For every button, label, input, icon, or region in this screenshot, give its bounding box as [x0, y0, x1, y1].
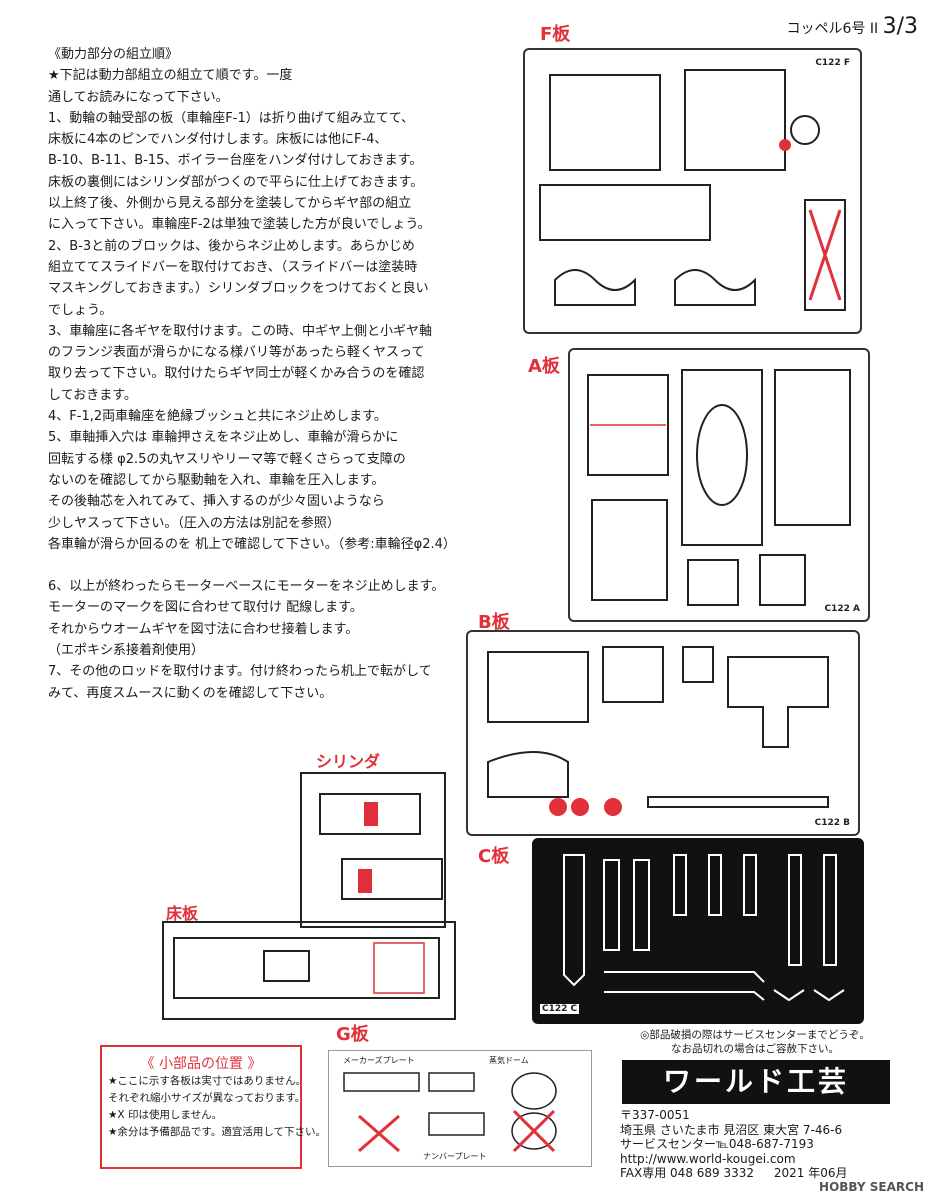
watermark: HOBBY SEARCH: [819, 1180, 924, 1194]
service-note-1: ◎部品破損の際はサービスセンターまでどうぞ。: [640, 1029, 870, 1041]
number-plate-label: ナンバープレート: [423, 1152, 487, 1161]
cylinder-label: シリンダ: [316, 752, 381, 771]
sheet-b-parts: [487, 646, 829, 816]
instruction-line: 4、F-1,2両車輪座を絶縁ブッシュと共にネジ止めします。: [48, 409, 387, 425]
instruction-line: 3、車輪座に各ギヤを取付けます。この時、中ギヤ上側と小ギヤ軸: [48, 323, 432, 339]
instruction-line: B-10、B-11、B-15、ボイラー台座をハンダ付けしておきます。: [48, 153, 423, 169]
instruction-line: 7、その他のロッドを取付けます。付け終わったら机上で転がして: [48, 664, 432, 680]
model-title: コッペル6号 II: [786, 21, 879, 37]
instruction-line: 1、動輪の軸受部の板（車輪座F-1）は折り曲げて組み立てて、: [48, 110, 415, 126]
company-service-phone: サービスセンター℡048-687-7193: [620, 1137, 814, 1151]
sheet-b-label: B板: [478, 612, 510, 633]
sheet-b: C122 B: [466, 630, 860, 836]
company-fax-date: FAX専用 048 689 3332 2021 年06月: [620, 1166, 890, 1181]
note-line: それぞれ縮小サイズが異なっております。: [108, 1092, 306, 1104]
company-date: 2021 年06月: [773, 1166, 848, 1180]
floor-label: 床板: [166, 904, 199, 923]
floor-parts: [173, 937, 440, 999]
company-web: http://www.world-kougei.com: [620, 1151, 796, 1166]
company-zip: 〒337-0051: [620, 1108, 690, 1122]
instruction-line: マスキングしておきます。）シリンダブロックをつけておくと良い: [48, 281, 429, 297]
instruction-line: モーターのマークを図に合わせて取付け 配線します。: [48, 600, 363, 616]
instruction-line: 6、以上が終わったらモーターベースにモーターをネジ止めします。: [48, 579, 445, 595]
sheet-c: C122 C: [532, 838, 864, 1024]
note-line: ★余分は予備部品です。適宜活用して下さい。: [108, 1126, 327, 1138]
instruction-line: のフランジ表面が滑らかになる様バリ等があったら軽くヤスって: [48, 345, 425, 361]
sheet-a-code: C122 A: [824, 604, 861, 614]
company-fax: FAX専用 048 689 3332: [620, 1166, 755, 1180]
instruction-line: に入って下さい。車輪座F-2は単独で塗装した方が良いでしょう。: [48, 217, 431, 233]
instruction-line: 床板の裏側にはシリンダ部がつくので平らに仕上げておきます。: [48, 174, 424, 190]
instruction-line: 回転する様 φ2.5の丸ヤスリやリーマ等で軽くさらって支障の: [48, 451, 406, 467]
floor-sheet: [162, 921, 456, 1020]
assembly-instructions: 《動力部分の組立順》 ★下記は動力部組立の組立て順です。一度通してお読みになって下…: [48, 44, 478, 704]
note-title: 《 小部品の位置 》: [140, 1056, 262, 1072]
instruction-line: 2、B-3と前のブロックは、後からネジ止めします。あらかじめ: [48, 238, 415, 254]
service-note-2: なお品切れの場合はご容赦下さい。: [671, 1043, 839, 1055]
instruction-line: 床板に4本のピンでハンダ付けします。床板には他にF-4、: [48, 132, 388, 148]
sheet-g: メーカーズプレート 蒸気ドーム ナンバープレート: [328, 1050, 592, 1167]
page-number: 3/3: [882, 14, 918, 39]
instruction-line: 5、車軸挿入穴は 車輪押さえをネジ止めし、車輪が滑らかに: [48, 430, 399, 446]
cylinder-parts: [319, 793, 443, 900]
sheet-a-label: A板: [528, 356, 560, 377]
sheet-f-label: F板: [540, 24, 571, 45]
instruction-line: ないのを確認してから駆動軸を入れ、車輪を圧入します。: [48, 472, 385, 488]
instruction-line: [48, 555, 478, 576]
note-line: ★X 印は使用しません。: [108, 1109, 223, 1121]
instruction-line: それからウオームギヤを図寸法に合わせ接着します。: [48, 621, 359, 637]
company-address: 埼玉県 さいたま市 見沼区 東大宮 7-46-6: [620, 1122, 843, 1137]
company-logo: ワールド工芸: [622, 1060, 890, 1104]
sheet-g-parts: [343, 1072, 557, 1153]
cylinder-sheet: [300, 772, 446, 928]
instruction-line: その後軸芯を入れてみて、挿入するのが少々固いようなら: [48, 494, 385, 510]
instruction-line: （エポキシ系接着剤使用）: [48, 643, 205, 659]
sheet-c-code: C122 C: [540, 1004, 580, 1014]
instruction-line: でしょう。: [48, 302, 113, 318]
instruction-line: 少しヤスって下さい。（圧入の方法は別記を参照）: [48, 515, 340, 531]
sheet-c-label: C板: [478, 846, 510, 867]
maker-plate-label: メーカーズプレート: [343, 1056, 415, 1065]
company-info: ◎部品破損の際はサービスセンターまでどうぞ。 なお品切れの場合はご容赦下さい。 …: [620, 1028, 890, 1180]
instruction-line: みて、再度スムースに動くのを確認して下さい。: [48, 685, 333, 701]
instruction-line: 各車輪が滑らか回るのを 机上で確認して下さい。（参考:車輪径φ2.4）: [48, 536, 456, 552]
instruction-line: 以上終了後、外側から見える部分を塗装してからギヤ部の組立: [48, 196, 412, 212]
sheet-f-code: C122 F: [815, 58, 850, 68]
instruction-line: 組立ててスライドバーを取付けておき、（スライドバーは塗装時: [48, 259, 418, 275]
sheet-c-parts: [563, 854, 845, 1002]
instruction-line: しておきます。: [48, 387, 137, 403]
sheet-f: C122 F: [523, 48, 862, 334]
steam-dome-label: 蒸気ドーム: [489, 1056, 529, 1065]
page-header: コッペル6号 II 3/3: [787, 14, 918, 39]
instruction-line: 取り去って下さい。取付けたらギヤ同士が軽くかみ合うのを確認: [48, 366, 425, 382]
sheet-b-code: C122 B: [814, 818, 850, 828]
sheet-g-label: G板: [336, 1024, 369, 1045]
instruction-line: ★下記は動力部組立の組立て順です。一度: [48, 68, 293, 84]
instruction-line: 通してお読みになって下さい。: [48, 89, 229, 105]
instruction-line: 《動力部分の組立順》: [48, 47, 179, 62]
sheet-a: C122 A: [568, 348, 870, 622]
sheet-f-parts: [539, 69, 846, 311]
sheet-a-parts: [587, 369, 851, 606]
note-line: ★ここに示す各板は実寸ではありません。: [108, 1075, 307, 1087]
parts-location-note: 《 小部品の位置 》 ★ここに示す各板は実寸ではありません。 それぞれ縮小サイズ…: [100, 1045, 327, 1169]
